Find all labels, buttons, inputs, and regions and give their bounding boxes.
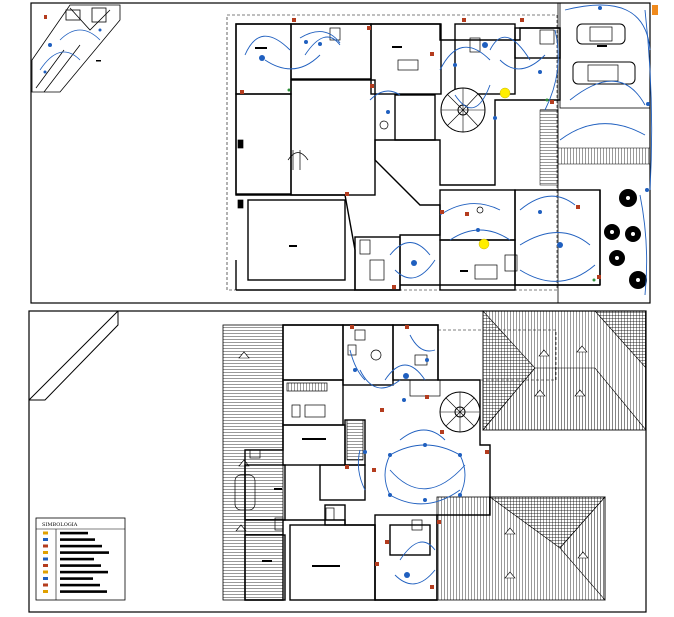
stairs [539,109,559,186]
legend-symbol-icon [43,531,48,535]
legend-description [60,564,101,567]
legend-symbol-icon [43,544,48,548]
outlets-upper [287,88,596,282]
legend-description [60,557,94,561]
sheet-tab [652,5,658,15]
lower-floor-plan: SIMBOLOGIA [28,310,647,613]
legend-title: SIMBOLOGIA [42,522,78,528]
room-labels-lower [262,438,340,567]
legend-description [60,544,102,548]
toilet-icon [291,404,301,418]
toilet-icon [274,517,284,531]
car-icon [576,23,626,45]
fence-hatch [557,147,651,165]
legend-description [60,590,107,593]
legend-description [60,538,95,541]
fixtures-lower [234,329,441,531]
corner-detail [31,4,121,93]
sink-icon [411,519,423,531]
roof-hatch [222,310,647,601]
spiral-stair-icon [439,391,481,433]
legend-description [60,531,88,535]
switches-upper [240,18,601,289]
symbology-legend: SIMBOLOGIA [35,517,126,601]
upper-floor-plan [30,2,658,304]
legend-symbol-icon [43,564,48,567]
legend-symbol-icon [43,538,48,541]
lower-sheet-frame [28,310,647,613]
legend-symbol-icon [43,570,48,574]
house-walls-upper [235,23,601,291]
garage [539,2,651,186]
legend-description [60,577,93,580]
fixtures-upper [237,27,555,281]
bathtub-icon [234,474,256,511]
legend-symbol-icon [43,577,48,580]
tree-icon [604,189,647,289]
legend-description [60,583,100,587]
car-icon [572,61,636,85]
legend-symbol-icon [43,551,48,554]
electrical-circuits-lower [349,334,466,585]
switches-lower [345,325,489,589]
light-points-upper [259,6,650,266]
legend-symbol-icon [43,583,48,587]
legend-symbol-icon [43,557,48,561]
toilet-icon [325,507,335,521]
legend-symbol-icon [43,590,48,593]
room-labels-upper [255,45,607,272]
legend-description [60,570,108,574]
legend-description [60,551,109,554]
light-points-lower [353,358,462,578]
spiral-stair-icon [440,87,486,133]
highlight-markers [478,87,511,250]
electrical-circuits-upper [244,4,653,296]
